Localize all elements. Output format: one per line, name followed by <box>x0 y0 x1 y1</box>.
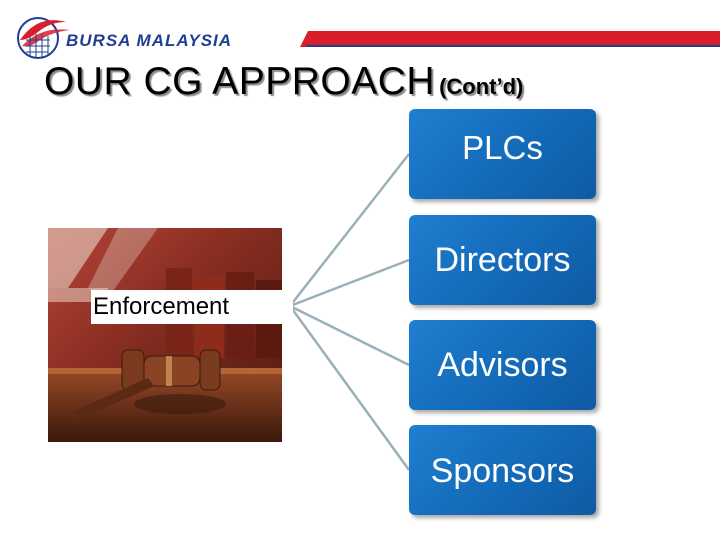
bursa-logo-icon <box>14 10 74 62</box>
node-sponsors: Sponsors <box>409 425 596 515</box>
node-label: Advisors <box>437 345 568 384</box>
enforcement-label: Enforcement <box>91 290 293 324</box>
node-advisors: Advisors <box>409 320 596 410</box>
node-label: Sponsors <box>430 451 575 490</box>
brand-stripe <box>300 31 720 47</box>
gavel-photo <box>48 228 282 442</box>
node-directors: Directors <box>409 215 596 305</box>
node-label: PLCs <box>462 129 543 166</box>
title-main: OUR CG APPROACH <box>44 60 436 103</box>
title-subtitle: (Cont’d) <box>439 74 524 99</box>
node-plcs: PLCs <box>409 109 596 199</box>
node-label: Directors <box>434 240 571 279</box>
brand-name: BURSA MALAYSIA <box>66 31 233 50</box>
slide-title: OUR CG APPROACH(Cont’d) <box>44 60 523 104</box>
